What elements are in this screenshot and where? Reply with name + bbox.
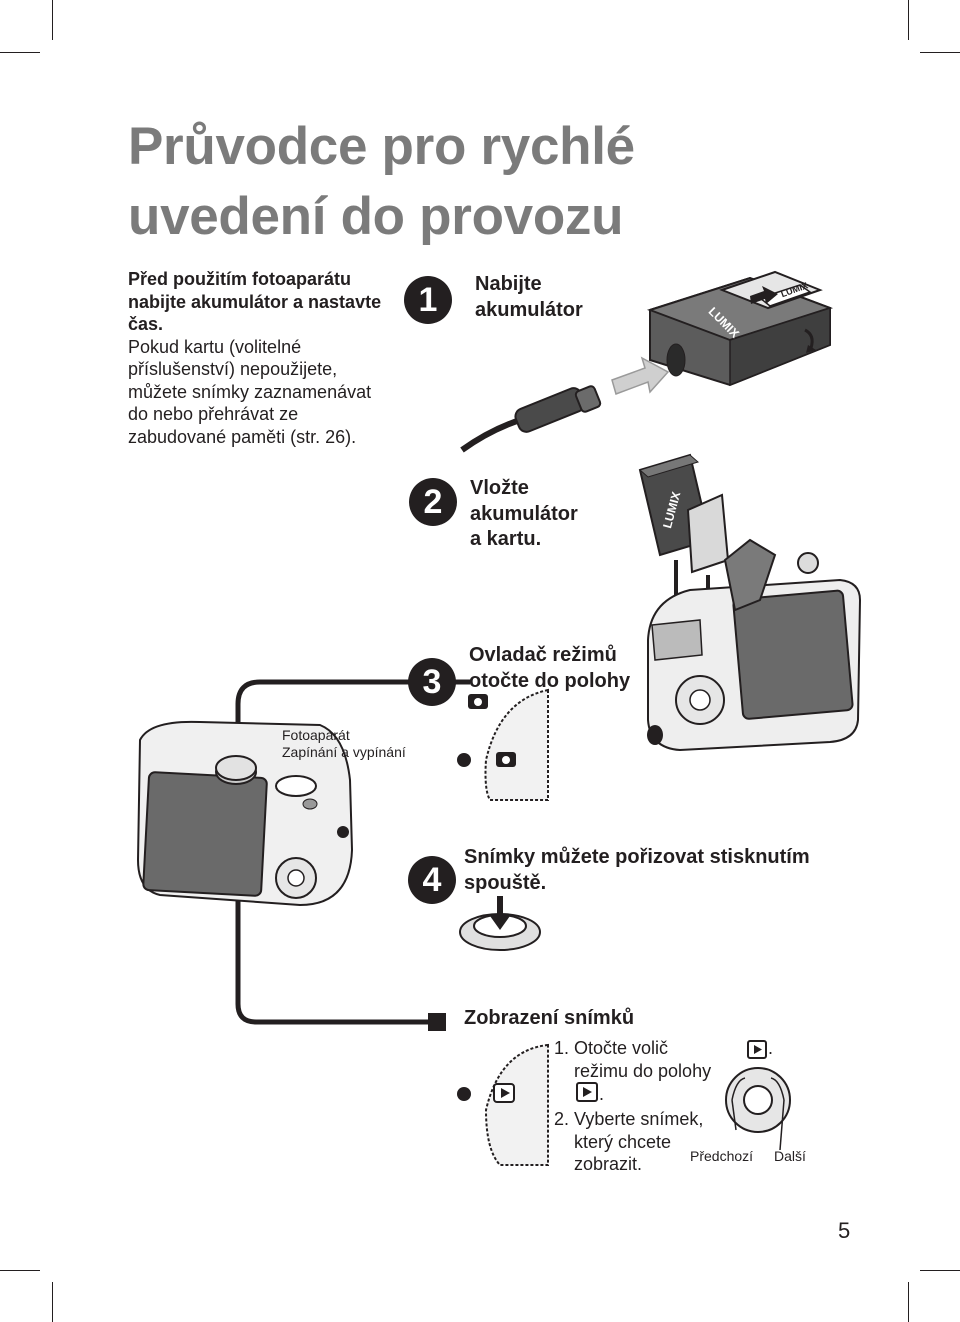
title-line-1: Průvodce pro rychlé: [128, 117, 635, 176]
connector-line-lower: [235, 1000, 428, 1025]
crop-mark: [920, 1270, 960, 1271]
camera-back-open: [647, 538, 862, 752]
connector-line-upper: [235, 679, 470, 1000]
intro-line-3: můžete snímky zaznamenávat: [128, 381, 372, 402]
step-3-line-1: Ovladač režimů: [469, 644, 617, 666]
insert-arrow: [611, 356, 670, 395]
playback-heading: Zobrazení snímků: [464, 1007, 635, 1029]
step-4-number: 4: [408, 856, 456, 904]
playback-step-1b: režimu do polohy: [574, 1061, 712, 1081]
intro-bold-1: Před použitím fotoaparátu: [128, 269, 352, 289]
prev-label: Předchozí: [690, 1148, 754, 1164]
power-cord: [460, 385, 602, 453]
intro-line-5: zabudované paměti (str. 26).: [128, 426, 357, 447]
step-3-title: Ovladač režimů otočte do polohy: [469, 643, 630, 694]
sd-card: [686, 493, 730, 574]
intro-text: Před použitím fotoaparátu nabijte akumul…: [128, 268, 418, 448]
intro-bold-3: čas.: [128, 314, 164, 334]
crop-mark: [52, 0, 53, 40]
mode-dial-record: [457, 688, 549, 801]
intro-line-1: Pokud kartu (volitelné: [128, 336, 302, 357]
connector-square: [428, 1013, 446, 1031]
playback-step-2c: zobrazit.: [574, 1154, 643, 1174]
playback-step-1b-dot: .: [599, 1084, 605, 1104]
playback-step-1a-dot: .: [768, 1038, 774, 1058]
intro-line-4: do nebo přehrávat ze: [128, 404, 299, 424]
step-2-number: 2: [409, 478, 457, 526]
page-number: 5: [838, 1218, 851, 1243]
step-4-title: Snímky můžete pořizovat stisknutím spouš…: [464, 845, 810, 896]
crop-mark: [908, 1282, 909, 1322]
crop-mark: [920, 52, 960, 53]
shutter-button: [459, 896, 541, 951]
camera-label-line-1: Fotoaparát: [282, 727, 350, 743]
cursor-pad: [725, 1067, 791, 1151]
charger: LUMIX LUMIX: [646, 270, 834, 387]
step-2-title: Vložte akumulátor a kartu.: [470, 476, 578, 553]
intro-line-2: příslušenství) nepoužijete,: [128, 359, 338, 379]
next-label: Další: [774, 1148, 806, 1164]
playback-step-2b: který chcete: [574, 1132, 672, 1152]
step-4-line-2: spouště.: [464, 871, 547, 894]
title-line-2: uvedení do provozu: [128, 187, 624, 246]
step-3-number: 3: [408, 658, 456, 706]
step-2-line-2: akumulátor: [470, 502, 578, 525]
camera-top-left: [136, 720, 354, 907]
step-1-line-2: akumulátor: [475, 298, 583, 321]
playback-step-1a: 1. Otočte volič: [554, 1038, 669, 1058]
crop-mark: [0, 52, 40, 53]
crop-mark: [0, 1270, 40, 1271]
step-2-line-1: Vložte: [470, 477, 529, 499]
step-3-line-2: otočte do polohy: [469, 669, 631, 692]
camera-label: Fotoaparát Zapínání a vypínání: [282, 727, 406, 761]
step-1-number: 1: [404, 276, 452, 324]
playback-step-2a: 2. Vyberte snímek,: [554, 1109, 704, 1129]
mode-dial-playback: [457, 1043, 549, 1166]
page-title: Průvodce pro rychlé uvedení do provozu: [128, 112, 635, 252]
step-1-line-1: Nabijte: [475, 273, 542, 295]
intro-bold-2: nabijte akumulátor a nastavte: [128, 291, 382, 312]
camera-label-line-2: Zapínání a vypínání: [282, 744, 406, 760]
step-4-line-1: Snímky můžete pořizovat stisknutím: [464, 846, 810, 868]
step-2-line-3: a kartu.: [470, 528, 542, 550]
crop-mark: [52, 1282, 53, 1322]
step-1-title: Nabijte akumulátor: [475, 272, 583, 323]
crop-mark: [908, 0, 909, 40]
